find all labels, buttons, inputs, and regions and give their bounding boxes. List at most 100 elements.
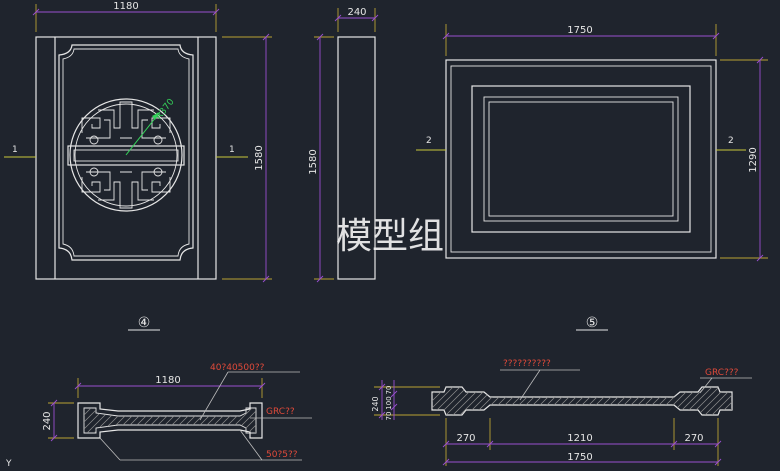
hatch-line bbox=[86, 408, 113, 433]
svg-text:⑤: ⑤ bbox=[586, 315, 599, 331]
svg-text:GRC??: GRC?? bbox=[266, 407, 295, 417]
hatch-line bbox=[100, 408, 127, 433]
hatch-line bbox=[578, 387, 608, 415]
hatch-line bbox=[170, 408, 197, 433]
hatch-line bbox=[718, 387, 732, 415]
radius-leader bbox=[125, 111, 161, 156]
hatch-line bbox=[84, 408, 85, 433]
hatch-line bbox=[466, 387, 496, 415]
section-1-outline bbox=[77, 402, 263, 439]
elevation-4-width-dim: 1180 bbox=[32, 1, 220, 32]
svg-text:50?5??: 50?5?? bbox=[266, 450, 298, 460]
hatch-line bbox=[432, 387, 447, 415]
hatch-line bbox=[432, 387, 461, 415]
hatch-line bbox=[247, 408, 256, 433]
hatch-line bbox=[205, 408, 232, 433]
svg-text:??????????: ?????????? bbox=[503, 359, 551, 369]
svg-text:1180: 1180 bbox=[155, 375, 180, 386]
hatch-line bbox=[156, 408, 183, 433]
hatch-line bbox=[641, 387, 671, 415]
hatch-line bbox=[606, 387, 636, 415]
hatch-line bbox=[697, 387, 727, 415]
svg-text:240: 240 bbox=[42, 411, 53, 430]
hatch-line bbox=[543, 387, 573, 415]
svg-text:1750: 1750 bbox=[567, 25, 592, 36]
svg-text:100: 100 bbox=[385, 396, 393, 409]
svg-text:1: 1 bbox=[12, 145, 18, 155]
hatch-line bbox=[480, 387, 510, 415]
hatch-line bbox=[585, 387, 615, 415]
section-cut-2: 2 2 bbox=[416, 136, 746, 151]
hatch-line bbox=[128, 408, 155, 433]
hatch-line bbox=[522, 387, 552, 415]
medallion: R370 bbox=[67, 97, 185, 212]
svg-text:1580: 1580 bbox=[254, 145, 265, 170]
hatch-line bbox=[177, 408, 204, 433]
hatch-line bbox=[508, 387, 538, 415]
svg-text:1180: 1180 bbox=[113, 1, 138, 12]
side-view: 240 1580 bbox=[308, 7, 379, 283]
elevation-5-outline bbox=[445, 59, 717, 259]
svg-text:240: 240 bbox=[371, 396, 380, 411]
svg-text:1: 1 bbox=[229, 145, 235, 155]
svg-text:1750: 1750 bbox=[567, 452, 592, 463]
hatch-line bbox=[452, 387, 482, 415]
hatch-line bbox=[473, 387, 503, 415]
svg-text:240: 240 bbox=[347, 7, 366, 18]
watermark: 模型组 bbox=[336, 216, 444, 257]
hatch-line bbox=[599, 387, 629, 415]
hatch-line bbox=[198, 408, 225, 433]
detail-label-5: ⑤ bbox=[576, 315, 608, 331]
hatch-line bbox=[84, 408, 92, 433]
hatch-line bbox=[432, 387, 433, 415]
hatch-line bbox=[149, 408, 176, 433]
hatch-line bbox=[438, 387, 468, 415]
detail-label-4: ④ bbox=[128, 315, 160, 331]
hatch-line bbox=[662, 387, 692, 415]
hatch-line bbox=[459, 387, 489, 415]
hatch-line bbox=[613, 387, 643, 415]
elevation-4: R370 1180 1580 1 1 bbox=[4, 1, 272, 283]
hatch-line bbox=[233, 408, 256, 433]
hatch-line bbox=[432, 387, 440, 415]
section-2-outline bbox=[431, 386, 733, 416]
svg-text:GRC???: GRC??? bbox=[705, 368, 739, 378]
hatch-line bbox=[669, 387, 699, 415]
svg-text:1290: 1290 bbox=[748, 147, 759, 172]
hatch-line bbox=[84, 408, 99, 433]
svg-text:④: ④ bbox=[138, 315, 151, 331]
svg-text:270: 270 bbox=[456, 433, 475, 444]
inner-panel bbox=[58, 44, 194, 261]
hatch-line bbox=[445, 387, 475, 415]
elevation-5: 1750 1290 2 2 bbox=[416, 24, 768, 262]
hatch-line bbox=[121, 408, 148, 433]
hatch-line bbox=[494, 387, 524, 415]
section-1: 1180 240 40?40500?? GRC?? 50?5?? bbox=[42, 363, 312, 461]
svg-text:270: 270 bbox=[684, 433, 703, 444]
svg-text:70: 70 bbox=[385, 386, 393, 395]
svg-text:1580: 1580 bbox=[308, 149, 319, 174]
hatch-line bbox=[690, 387, 720, 415]
hatch-line bbox=[93, 408, 120, 433]
hatch-line bbox=[226, 408, 253, 433]
hatch-line bbox=[648, 387, 678, 415]
elevation-4-outline bbox=[35, 36, 217, 280]
hatch-line bbox=[107, 408, 134, 433]
ucs-axis-label: Y bbox=[5, 459, 12, 469]
section-2: 270 1210 270 1750 240 70 100 70 ????????… bbox=[371, 359, 752, 466]
hatch-line bbox=[571, 387, 601, 415]
hatch-line bbox=[184, 408, 211, 433]
hatch-line bbox=[432, 387, 454, 415]
hatch-line bbox=[592, 387, 622, 415]
hatch-line bbox=[620, 387, 650, 415]
side-view-outline bbox=[337, 36, 376, 280]
svg-text:70: 70 bbox=[385, 412, 393, 421]
hatch-line bbox=[557, 387, 587, 415]
hatch-line bbox=[114, 408, 141, 433]
hatch-line bbox=[550, 387, 580, 415]
hatch-line bbox=[634, 387, 664, 415]
hatch-line bbox=[676, 387, 706, 415]
svg-text:2: 2 bbox=[426, 136, 432, 146]
hatch-line bbox=[212, 408, 239, 433]
